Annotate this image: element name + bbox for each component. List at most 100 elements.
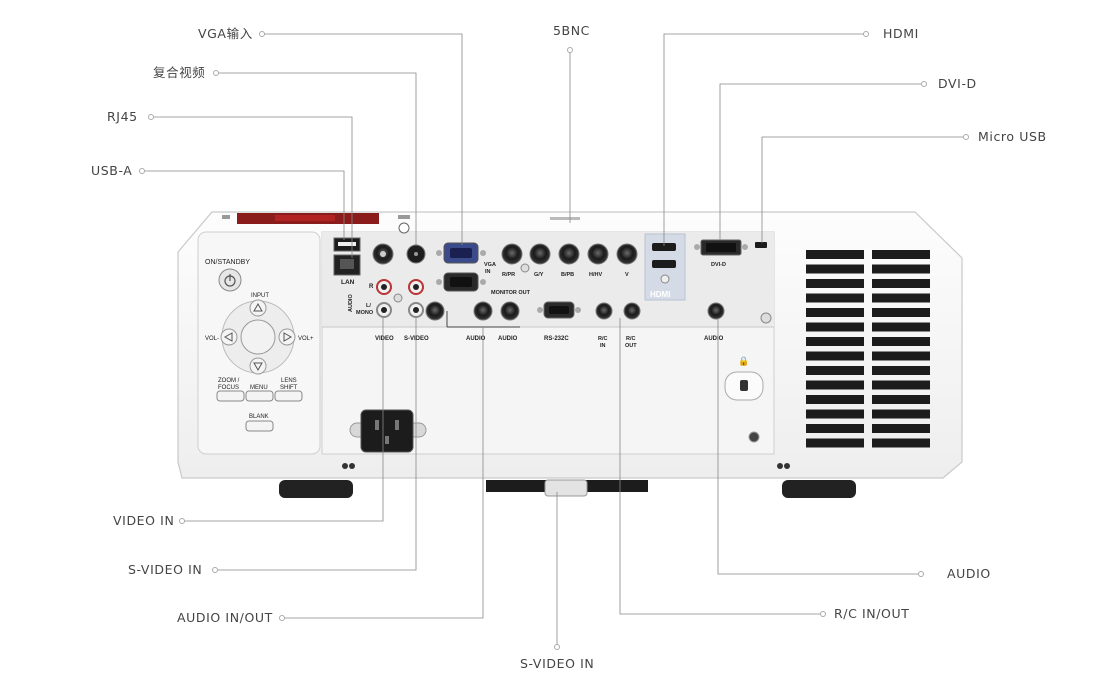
shift-label: SHIFT bbox=[280, 385, 298, 391]
rc-in-label-top: R/C bbox=[598, 336, 608, 342]
vol-minus-button[interactable] bbox=[220, 328, 238, 346]
right-arrow-icon bbox=[283, 332, 293, 342]
audio-l-pin bbox=[381, 307, 387, 313]
audio-l-label: L/ bbox=[366, 303, 371, 309]
vol-plus-button[interactable] bbox=[278, 328, 296, 346]
vent-slat bbox=[872, 264, 930, 274]
down-button[interactable] bbox=[249, 357, 267, 375]
vent-slat bbox=[806, 380, 864, 390]
vent-slat bbox=[806, 351, 864, 361]
vent-slat bbox=[806, 279, 864, 288]
micro-usb-port[interactable] bbox=[755, 242, 767, 248]
vga-screw-left bbox=[436, 250, 442, 256]
audio-r-label: R bbox=[369, 284, 374, 290]
rs232-screw-left bbox=[537, 307, 543, 313]
rs-232c-socket bbox=[549, 306, 569, 314]
vent-slat bbox=[806, 308, 864, 317]
dpad-center-button[interactable] bbox=[240, 319, 276, 355]
bnc-bpb-jack[interactable] bbox=[558, 243, 580, 265]
audio-jack-2[interactable] bbox=[473, 301, 493, 321]
vent-slat bbox=[872, 409, 930, 419]
vga-label: VGA bbox=[484, 262, 496, 268]
callout-s-video-in: S-VIDEO IN bbox=[128, 562, 203, 577]
vent-slat bbox=[806, 293, 864, 303]
focus-label: FOCUS bbox=[218, 385, 239, 391]
vent-slat bbox=[806, 322, 864, 332]
monitor-out-socket bbox=[450, 277, 472, 287]
audio-jack-1[interactable] bbox=[425, 301, 445, 321]
audio-label-1: AUDIO bbox=[466, 336, 486, 342]
vent-slat bbox=[806, 438, 864, 448]
lan-label: LAN bbox=[341, 279, 355, 286]
lens-shift-button[interactable] bbox=[274, 390, 303, 402]
input-up-button[interactable] bbox=[249, 299, 267, 317]
bnc-gy-jack[interactable] bbox=[529, 243, 551, 265]
screw-hdmi bbox=[660, 274, 670, 284]
s-video-label: S-VIDEO bbox=[404, 336, 429, 342]
vol-plus-label: VOL+ bbox=[298, 336, 314, 342]
vent-slat bbox=[806, 424, 864, 433]
hdmi-port-1[interactable] bbox=[652, 243, 676, 251]
rs-232c-label: RS-232C bbox=[544, 336, 569, 342]
dvi-d-socket bbox=[706, 243, 736, 252]
foot-dot-1 bbox=[342, 463, 348, 469]
power-inlet[interactable] bbox=[360, 409, 414, 453]
vent-slat bbox=[872, 380, 930, 390]
hdmi-port-2[interactable] bbox=[652, 260, 676, 268]
hdmi-logo: HDMI bbox=[650, 290, 670, 299]
vent-slat bbox=[872, 438, 930, 448]
bnc-rpr-jack[interactable] bbox=[501, 243, 523, 265]
menu-button[interactable] bbox=[245, 390, 274, 402]
menu-label: MENU bbox=[250, 385, 268, 391]
right-foot bbox=[782, 480, 856, 498]
callout-dvi-d: DVI-D bbox=[938, 76, 977, 91]
rc-out-jack[interactable] bbox=[623, 302, 641, 320]
top-clip-center bbox=[550, 217, 580, 220]
bnc-rpr-label: R/PR bbox=[502, 272, 515, 278]
left-arrow-icon bbox=[223, 332, 233, 342]
callout-vga-in: VGA输入 bbox=[198, 26, 253, 41]
bnc-gy-label: G/Y bbox=[534, 272, 544, 278]
screw-bnc bbox=[520, 263, 530, 273]
screw-bottom-right bbox=[748, 431, 760, 443]
audio-out-jack[interactable] bbox=[707, 302, 725, 320]
audio-r2-pin bbox=[413, 284, 419, 290]
monitor-screw-right bbox=[480, 279, 486, 285]
screw-top bbox=[398, 222, 410, 234]
vent-slat bbox=[872, 250, 930, 259]
zoom-focus-button[interactable] bbox=[216, 390, 245, 402]
callout-hdmi: HDMI bbox=[883, 26, 919, 41]
screw-right bbox=[760, 312, 772, 324]
security-slot-hole bbox=[740, 380, 748, 391]
input-label: INPUT bbox=[251, 293, 269, 299]
blank-label: BLANK bbox=[249, 414, 269, 420]
vent-slat bbox=[872, 337, 930, 346]
bnc-v-jack[interactable] bbox=[616, 243, 638, 265]
leader-dots bbox=[139, 31, 969, 650]
vent-slat bbox=[872, 351, 930, 361]
vol-minus-label: VOL- bbox=[205, 336, 219, 342]
rs232-screw-right bbox=[575, 307, 581, 313]
rc-out-label-top: R/C bbox=[626, 336, 636, 342]
usb-a-tongue bbox=[338, 242, 356, 246]
callout-audio: AUDIO bbox=[947, 566, 991, 581]
blank-button[interactable] bbox=[245, 420, 274, 432]
audio-label-3: AUDIO bbox=[704, 336, 724, 342]
callout-s-video-in-bottom: S-VIDEO IN bbox=[520, 656, 595, 671]
callout-video-in: VIDEO IN bbox=[113, 513, 175, 528]
rc-out-label: OUT bbox=[625, 343, 637, 349]
bnc-hhv-jack[interactable] bbox=[587, 243, 609, 265]
top-clip-mid bbox=[398, 215, 410, 219]
callout-micro-usb: Micro USB bbox=[978, 129, 1047, 144]
vent-slat bbox=[872, 424, 930, 433]
callout-usb-a: USB-A bbox=[91, 163, 133, 178]
video-label: VIDEO bbox=[375, 336, 394, 342]
rc-in-jack[interactable] bbox=[595, 302, 613, 320]
audio-jack-3[interactable] bbox=[500, 301, 520, 321]
vent-slat bbox=[872, 279, 930, 288]
cooling-vent bbox=[806, 250, 930, 448]
rj45-socket bbox=[340, 259, 354, 269]
vent-slat bbox=[872, 395, 930, 404]
up-arrow-icon bbox=[253, 302, 263, 312]
bnc-v-label: V bbox=[625, 272, 629, 278]
